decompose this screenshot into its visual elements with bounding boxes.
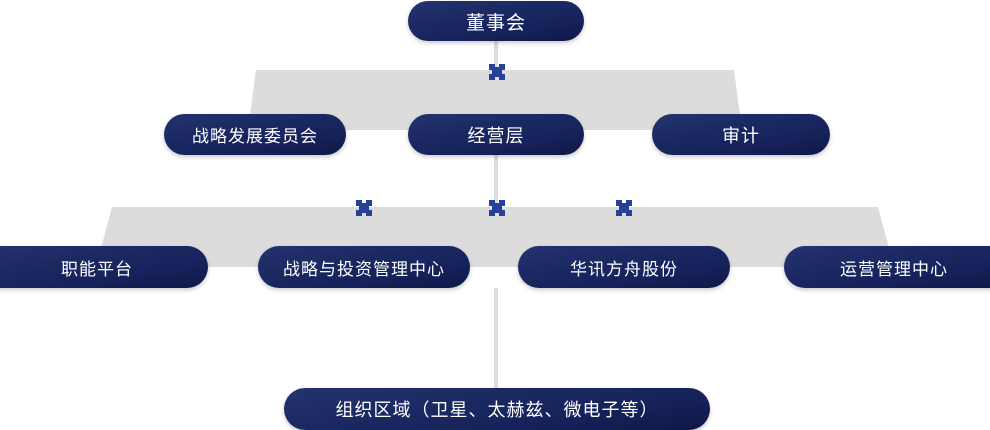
org-node-strategy-investment-center[interactable]: 战略与投资管理中心 [258, 246, 470, 288]
org-node-operations-center[interactable]: 运营管理中心 [784, 246, 990, 288]
connector-node-icon-level3-center [489, 200, 505, 216]
connector-board-to-management [494, 41, 498, 71]
org-node-organizational-areas[interactable]: 组织区域（卫星、太赫兹、微电子等） [284, 388, 710, 430]
connector-node-icon-level3-left [356, 200, 372, 216]
org-node-functional-platform[interactable]: 职能平台 [0, 246, 208, 288]
org-node-audit[interactable]: 审计 [652, 114, 830, 155]
connector-management-to-level3 [494, 155, 498, 208]
connector-node-icon-level2-center [489, 64, 505, 80]
level-3-banner [96, 207, 894, 267]
org-node-board[interactable]: 董事会 [408, 1, 584, 41]
org-node-management[interactable]: 经营层 [408, 114, 584, 155]
connector-huaxun-to-org-areas [494, 288, 498, 389]
connector-node-icon-level3-right [616, 200, 632, 216]
org-node-strategy-committee[interactable]: 战略发展委员会 [164, 114, 346, 155]
org-node-huaxun-fangzhou[interactable]: 华讯方舟股份 [518, 246, 730, 288]
